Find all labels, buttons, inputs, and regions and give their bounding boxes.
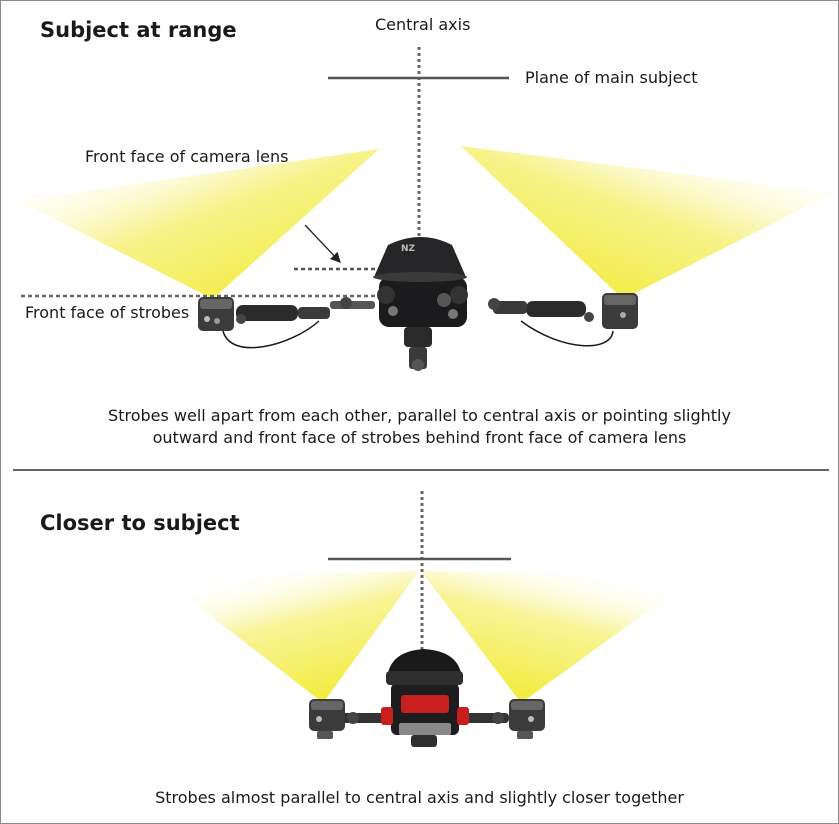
top-section-heading: Subject at range [40,18,237,42]
housing-logo: NZ [401,244,416,254]
top-central-axis-label: Central axis [375,15,471,34]
top-caption-line-1: Strobes well apart from each other, para… [108,406,731,425]
top-camera-rig [198,237,638,371]
lens-face-label: Front face of camera lens [85,147,289,166]
lens-pointer-arrow [304,224,341,263]
top-left-light-beam [19,149,379,299]
bottom-left-light-beam [161,571,419,703]
subject-plane-label: Plane of main subject [525,68,698,87]
top-right-light-beam [461,146,833,299]
bottom-caption: Strobes almost parallel to central axis … [155,788,684,807]
bottom-right-light-beam [421,571,695,703]
bottom-camera-rig [309,649,545,747]
top-caption-line-2: outward and front face of strobes behind… [152,428,687,447]
bottom-section-heading: Closer to subject [40,511,240,535]
strobe-face-label: Front face of strobes [25,303,190,322]
top-caption: Strobes well apart from each other, para… [41,405,798,449]
